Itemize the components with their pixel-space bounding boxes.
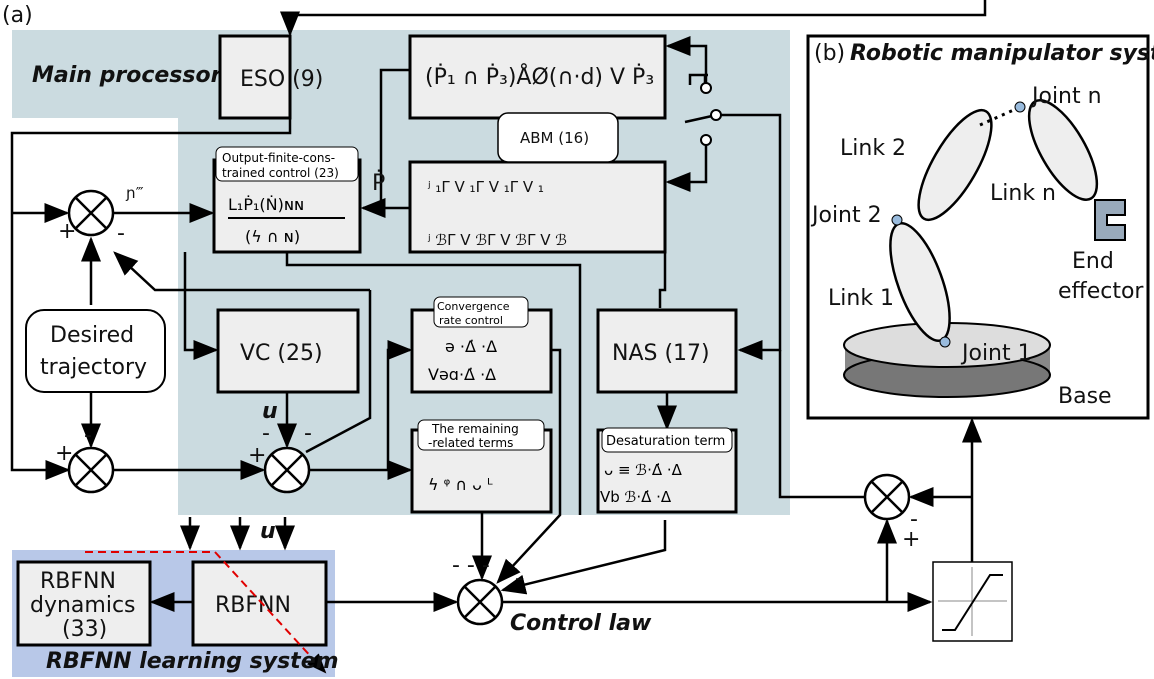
u-label-2: u bbox=[260, 519, 276, 544]
desat-title-bubble bbox=[601, 427, 733, 453]
rbfnn-label: RBFNN bbox=[215, 593, 291, 618]
svg-text:ə ·Δ̇ ·Δ: ə ·Δ̇ ·Δ bbox=[445, 337, 497, 356]
pdot-label: Ṗ bbox=[372, 170, 385, 196]
summing-junction-2 bbox=[67, 446, 115, 494]
error-label: ɲ‴ bbox=[125, 184, 144, 202]
formula-lower-1: ʲ ₁Γ V ₁Γ V ₁Γ V ₁ bbox=[427, 178, 544, 196]
ofc-denominator: (ϟ ∩ ɴ) bbox=[245, 227, 300, 246]
svg-text:+: + bbox=[55, 441, 73, 466]
panel-b-label: (b) bbox=[814, 41, 845, 66]
rem-title-1: The remaining bbox=[431, 422, 519, 436]
joint-1-label: Joint 1 bbox=[960, 341, 1032, 366]
svg-text:+: + bbox=[58, 219, 76, 244]
svg-text:-: - bbox=[117, 221, 125, 246]
desired-label-1: Desired bbox=[50, 323, 134, 348]
svg-text:ϟ ᵠ ∩ ᴗ ᴸ: ϟ ᵠ ∩ ᴗ ᴸ bbox=[428, 475, 493, 494]
end-label: End bbox=[1072, 249, 1114, 274]
remaining-title-bubble bbox=[417, 419, 545, 451]
eso-block bbox=[218, 34, 292, 120]
link-1-label: Link 1 bbox=[828, 286, 894, 311]
robot-illustration bbox=[843, 99, 1126, 398]
desat-title: Desaturation term bbox=[606, 434, 725, 449]
desired-label-2: trajectory bbox=[40, 355, 147, 380]
eso-label: ESO (9) bbox=[240, 67, 323, 92]
rem-title-2: -related terms bbox=[428, 436, 513, 450]
joint-2-label: Joint 2 bbox=[810, 203, 882, 228]
rbfnn-block bbox=[191, 560, 328, 647]
svg-text:-: - bbox=[304, 421, 312, 446]
svg-text:Vb ℬ·Δ̇ ·Δ: Vb ℬ·Δ̇ ·Δ bbox=[600, 488, 672, 506]
panel-a-label: (a) bbox=[2, 3, 33, 28]
rbfnn-system-label: RBFNN learning system bbox=[46, 649, 339, 674]
formula-lower-2: ʲ ℬΓ V ℬΓ V ℬΓ V ℬ bbox=[427, 231, 567, 249]
ofc-title-2: trained control (23) bbox=[222, 166, 339, 180]
svg-text:+: + bbox=[902, 527, 920, 552]
svg-text:-: - bbox=[515, 566, 523, 591]
base-label: Base bbox=[1058, 384, 1112, 409]
conv-title-1: Convergence bbox=[437, 300, 510, 313]
control-law-label: Control law bbox=[510, 611, 652, 636]
ofc-title-bubble bbox=[215, 146, 359, 182]
control-law-junction bbox=[456, 578, 504, 626]
dyn-label-1: RBFNN bbox=[40, 569, 116, 594]
u-label: u bbox=[262, 399, 278, 424]
dyn-label-3: (33) bbox=[62, 617, 107, 642]
summing-junction-3 bbox=[263, 446, 311, 494]
formula-upper: (Ṗ₁ ∩ Ṗ₃)ÅØ(∩·d) V Ṗ₃ bbox=[425, 63, 654, 90]
link-n-label: Link n bbox=[990, 181, 1056, 206]
summing-junction-4 bbox=[863, 473, 911, 521]
conv-title-2: rate control bbox=[439, 314, 503, 327]
nas-block bbox=[596, 308, 738, 394]
svg-text:+: + bbox=[248, 443, 266, 468]
abm-upper-formula bbox=[408, 34, 667, 120]
svg-text:-: - bbox=[84, 423, 92, 448]
svg-text:Vəɑ·Δ̇ ·Δ: Vəɑ·Δ̇ ·Δ bbox=[428, 365, 496, 384]
robot-title: Robotic manipulator system bbox=[850, 41, 1154, 66]
main-processor-label: Main processor bbox=[32, 63, 223, 88]
joint-n-label: Joint n bbox=[1030, 84, 1102, 109]
effector-label: effector bbox=[1058, 279, 1144, 304]
ofc-title-1: Output-finite-cons- bbox=[222, 151, 335, 165]
vc-label: VC (25) bbox=[240, 341, 323, 366]
svg-text:ᴗ ≡ ℬ·Δ̇ ·Δ: ᴗ ≡ ℬ·Δ̇ ·Δ bbox=[604, 461, 683, 479]
dyn-label-2: dynamics bbox=[30, 593, 136, 618]
summing-junction-1 bbox=[67, 189, 115, 237]
svg-text:-: - bbox=[262, 421, 270, 446]
convergence-title-bubble bbox=[433, 296, 529, 328]
svg-text:-: - bbox=[910, 507, 918, 532]
ofc-numerator: L₁Ṗ₁(Ṅ)ɴɴ bbox=[228, 195, 304, 214]
svg-text:- - -: - - - bbox=[452, 553, 490, 578]
desired-trajectory-block bbox=[25, 309, 166, 393]
abm-block bbox=[497, 112, 619, 163]
link-2-label: Link 2 bbox=[840, 136, 906, 161]
nas-label: NAS (17) bbox=[612, 341, 710, 366]
abm-label: ABM (16) bbox=[520, 129, 589, 147]
